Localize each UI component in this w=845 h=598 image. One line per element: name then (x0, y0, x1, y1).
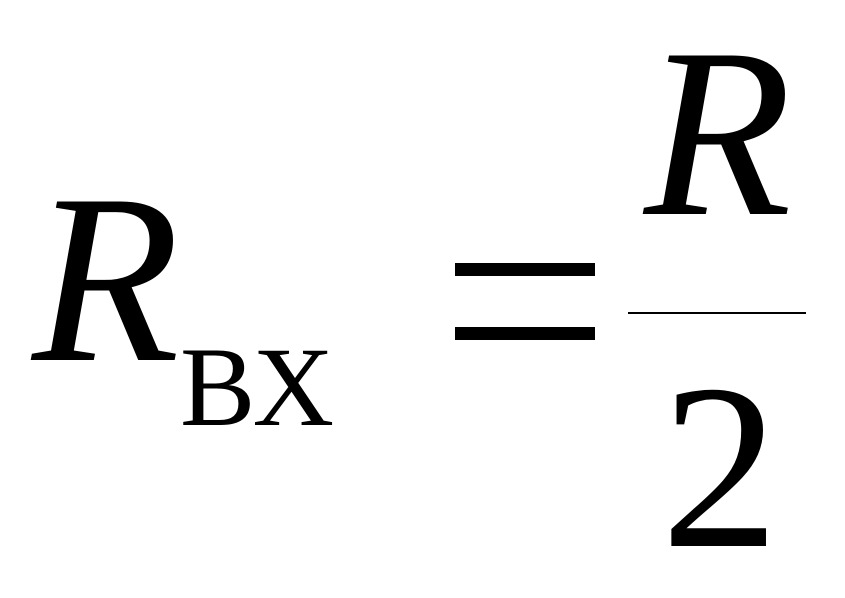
equals-bar-top (455, 263, 595, 276)
fraction-line (628, 312, 806, 314)
fraction-numerator: R (644, 0, 792, 267)
fraction-denominator: 2 (661, 337, 779, 598)
equals-bar-bottom (455, 327, 595, 340)
lhs-subscript: вх (180, 325, 335, 450)
lhs-variable: R (32, 145, 180, 413)
